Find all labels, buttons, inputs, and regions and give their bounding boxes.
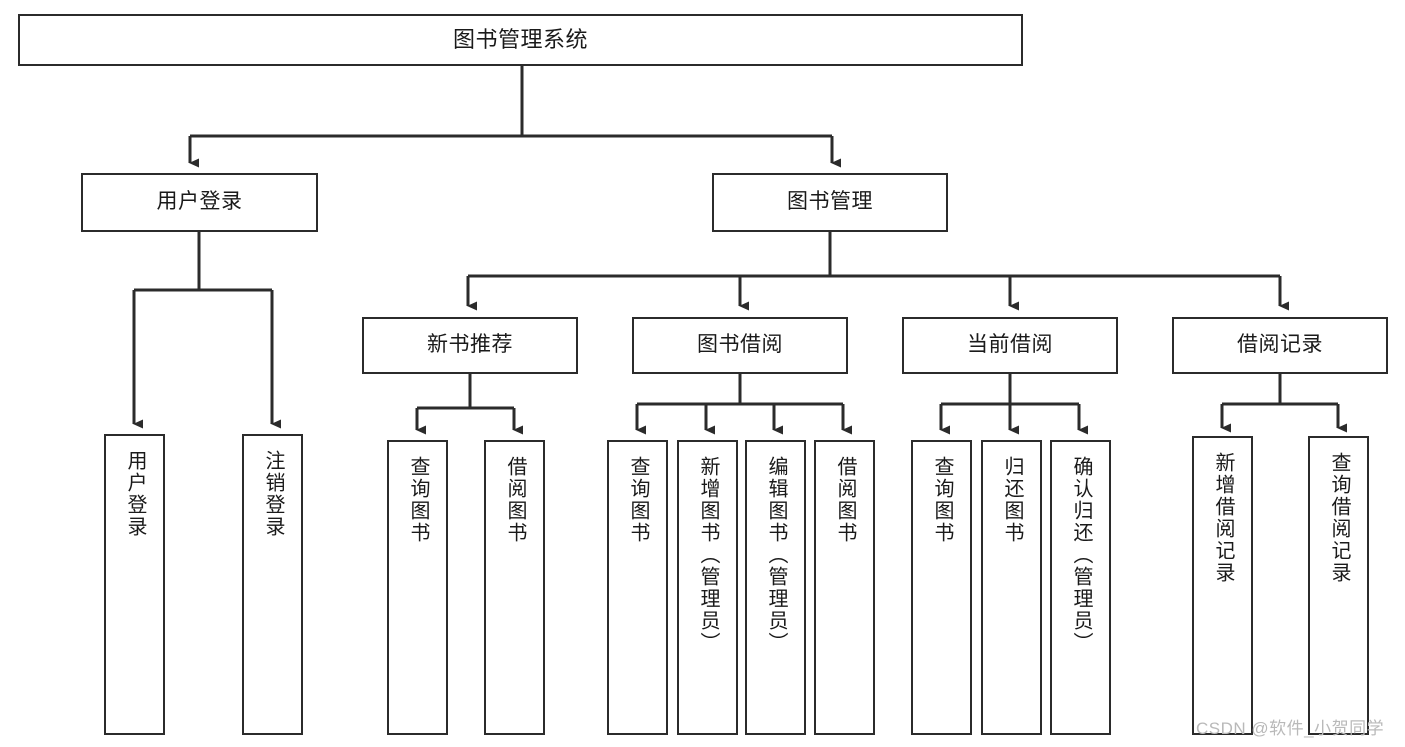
node-leaf-query-borrow-record[interactable]: 查询借阅记录 [1308,436,1369,735]
node-current-borrow-label: 当前借阅 [967,333,1053,357]
node-leaf-query-book-1[interactable]: 查询图书 [387,440,448,735]
node-leaf-borrow-book-2[interactable]: 借阅图书 [814,440,875,735]
node-leaf-edit-book-admin-label: 编辑图书（管理员） [765,456,787,654]
node-leaf-borrow-book-1[interactable]: 借阅图书 [484,440,545,735]
node-book-manage[interactable]: 图书管理 [712,173,948,232]
node-leaf-query-book-3[interactable]: 查询图书 [911,440,972,735]
node-leaf-add-borrow-record[interactable]: 新增借阅记录 [1192,436,1253,735]
node-user-login-label: 用户登录 [156,190,243,214]
node-leaf-query-book-2[interactable]: 查询图书 [607,440,668,735]
node-leaf-logout-login[interactable]: 注销登录 [242,434,303,735]
csdn-watermark: CSDN @软件_小贺同学 [1196,719,1385,738]
node-leaf-confirm-return-admin[interactable]: 确认归还（管理员） [1050,440,1111,735]
node-leaf-query-book-2-label: 查询图书 [627,456,649,544]
node-root[interactable]: 图书管理系统 [18,14,1023,66]
node-leaf-edit-book-admin[interactable]: 编辑图书（管理员） [745,440,806,735]
node-leaf-add-borrow-record-label: 新增借阅记录 [1212,452,1234,584]
node-current-borrow[interactable]: 当前借阅 [902,317,1118,374]
node-leaf-borrow-book-1-label: 借阅图书 [504,456,526,544]
node-new-book-recommend-label: 新书推荐 [427,333,513,357]
node-book-borrow[interactable]: 图书借阅 [632,317,848,374]
node-leaf-add-book-admin-label: 新增图书（管理员） [697,456,719,654]
node-leaf-return-book-label: 归还图书 [1001,456,1023,544]
node-book-manage-label: 图书管理 [787,190,873,214]
node-borrow-record-label: 借阅记录 [1237,333,1323,357]
node-leaf-logout-login-label: 注销登录 [262,450,284,538]
node-leaf-confirm-return-admin-label: 确认归还（管理员） [1070,456,1092,654]
node-book-borrow-label: 图书借阅 [697,333,783,357]
node-new-book-recommend[interactable]: 新书推荐 [362,317,578,374]
node-root-label: 图书管理系统 [452,26,588,52]
node-leaf-user-login-label: 用户登录 [124,450,146,538]
node-leaf-borrow-book-2-label: 借阅图书 [834,456,856,544]
node-leaf-add-book-admin[interactable]: 新增图书（管理员） [677,440,738,735]
node-user-login[interactable]: 用户登录 [81,173,318,232]
node-leaf-query-borrow-record-label: 查询借阅记录 [1328,452,1350,584]
node-leaf-query-book-3-label: 查询图书 [931,456,953,544]
node-leaf-query-book-1-label: 查询图书 [407,456,429,544]
node-leaf-user-login[interactable]: 用户登录 [104,434,165,735]
node-borrow-record[interactable]: 借阅记录 [1172,317,1388,374]
node-leaf-return-book[interactable]: 归还图书 [981,440,1042,735]
